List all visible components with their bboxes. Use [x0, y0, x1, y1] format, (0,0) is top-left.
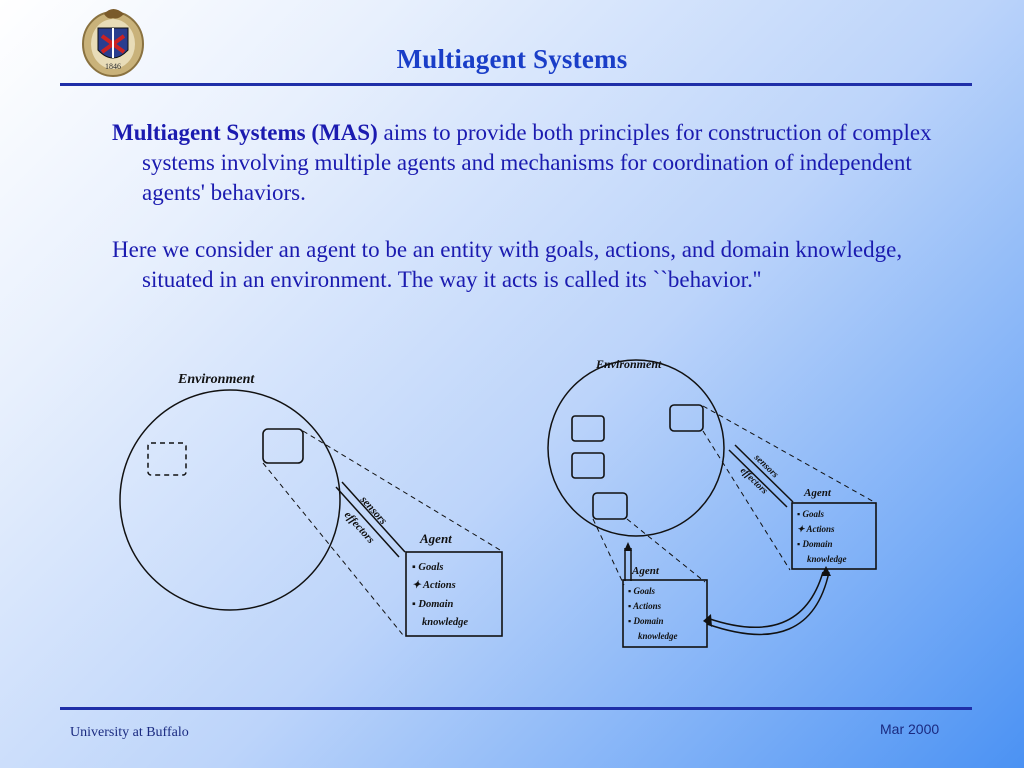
- mas-term: Multiagent Systems (MAS): [112, 120, 378, 145]
- agent-label-3: Agent: [631, 565, 660, 577]
- environment-circle: [119, 389, 341, 611]
- agent-box-a: [571, 415, 605, 442]
- agent-detail-box: [405, 551, 503, 637]
- logo-year: 1846: [105, 62, 121, 71]
- paragraph-agent-definition: Here we consider an agent to be an entit…: [112, 237, 903, 292]
- agent-items-3: ▪ Goals ▪ Actions ▪ Domain knowledge: [628, 586, 678, 641]
- agent-box-b: [571, 452, 605, 479]
- paragraph-mas-definition: Multiagent Systems (MAS) aims to provide…: [112, 118, 942, 208]
- footer-date: Mar 2000: [880, 721, 940, 737]
- agent-box-d: [592, 492, 628, 520]
- agent-label: Agent: [419, 531, 452, 546]
- agent-detail-box-2: [791, 502, 877, 570]
- agent-items-2: ▪ Goals ✦ Actions ▪ Domain knowledge: [797, 509, 847, 564]
- environment-circle-2: [547, 359, 725, 537]
- agent-items: ▪ Goals ✦ Actions ▪ Domain knowledge: [412, 562, 468, 628]
- mas-description: aims to provide both principles for cons…: [142, 120, 932, 205]
- environment-label-2: Environment: [595, 357, 662, 371]
- single-agent-diagram: Environment sensors effectors Agent ▪ Go…: [119, 372, 503, 637]
- agent-box-small: [262, 428, 304, 464]
- university-seal-logo: 1846: [82, 9, 144, 77]
- top-divider: [60, 83, 972, 86]
- environment-label: Environment: [177, 372, 255, 387]
- agent-box-c: [669, 404, 704, 432]
- agent-label-2: Agent: [803, 487, 832, 499]
- bottom-divider: [60, 707, 972, 710]
- agent-detail-box-3: [622, 579, 708, 648]
- footer-institution: University at Buffalo: [70, 725, 189, 740]
- multi-agent-diagram: Environment sensors effectors Agent ▪ Go…: [547, 357, 877, 648]
- former-agent-box: [147, 442, 187, 476]
- slide-title: Multiagent Systems: [396, 44, 628, 74]
